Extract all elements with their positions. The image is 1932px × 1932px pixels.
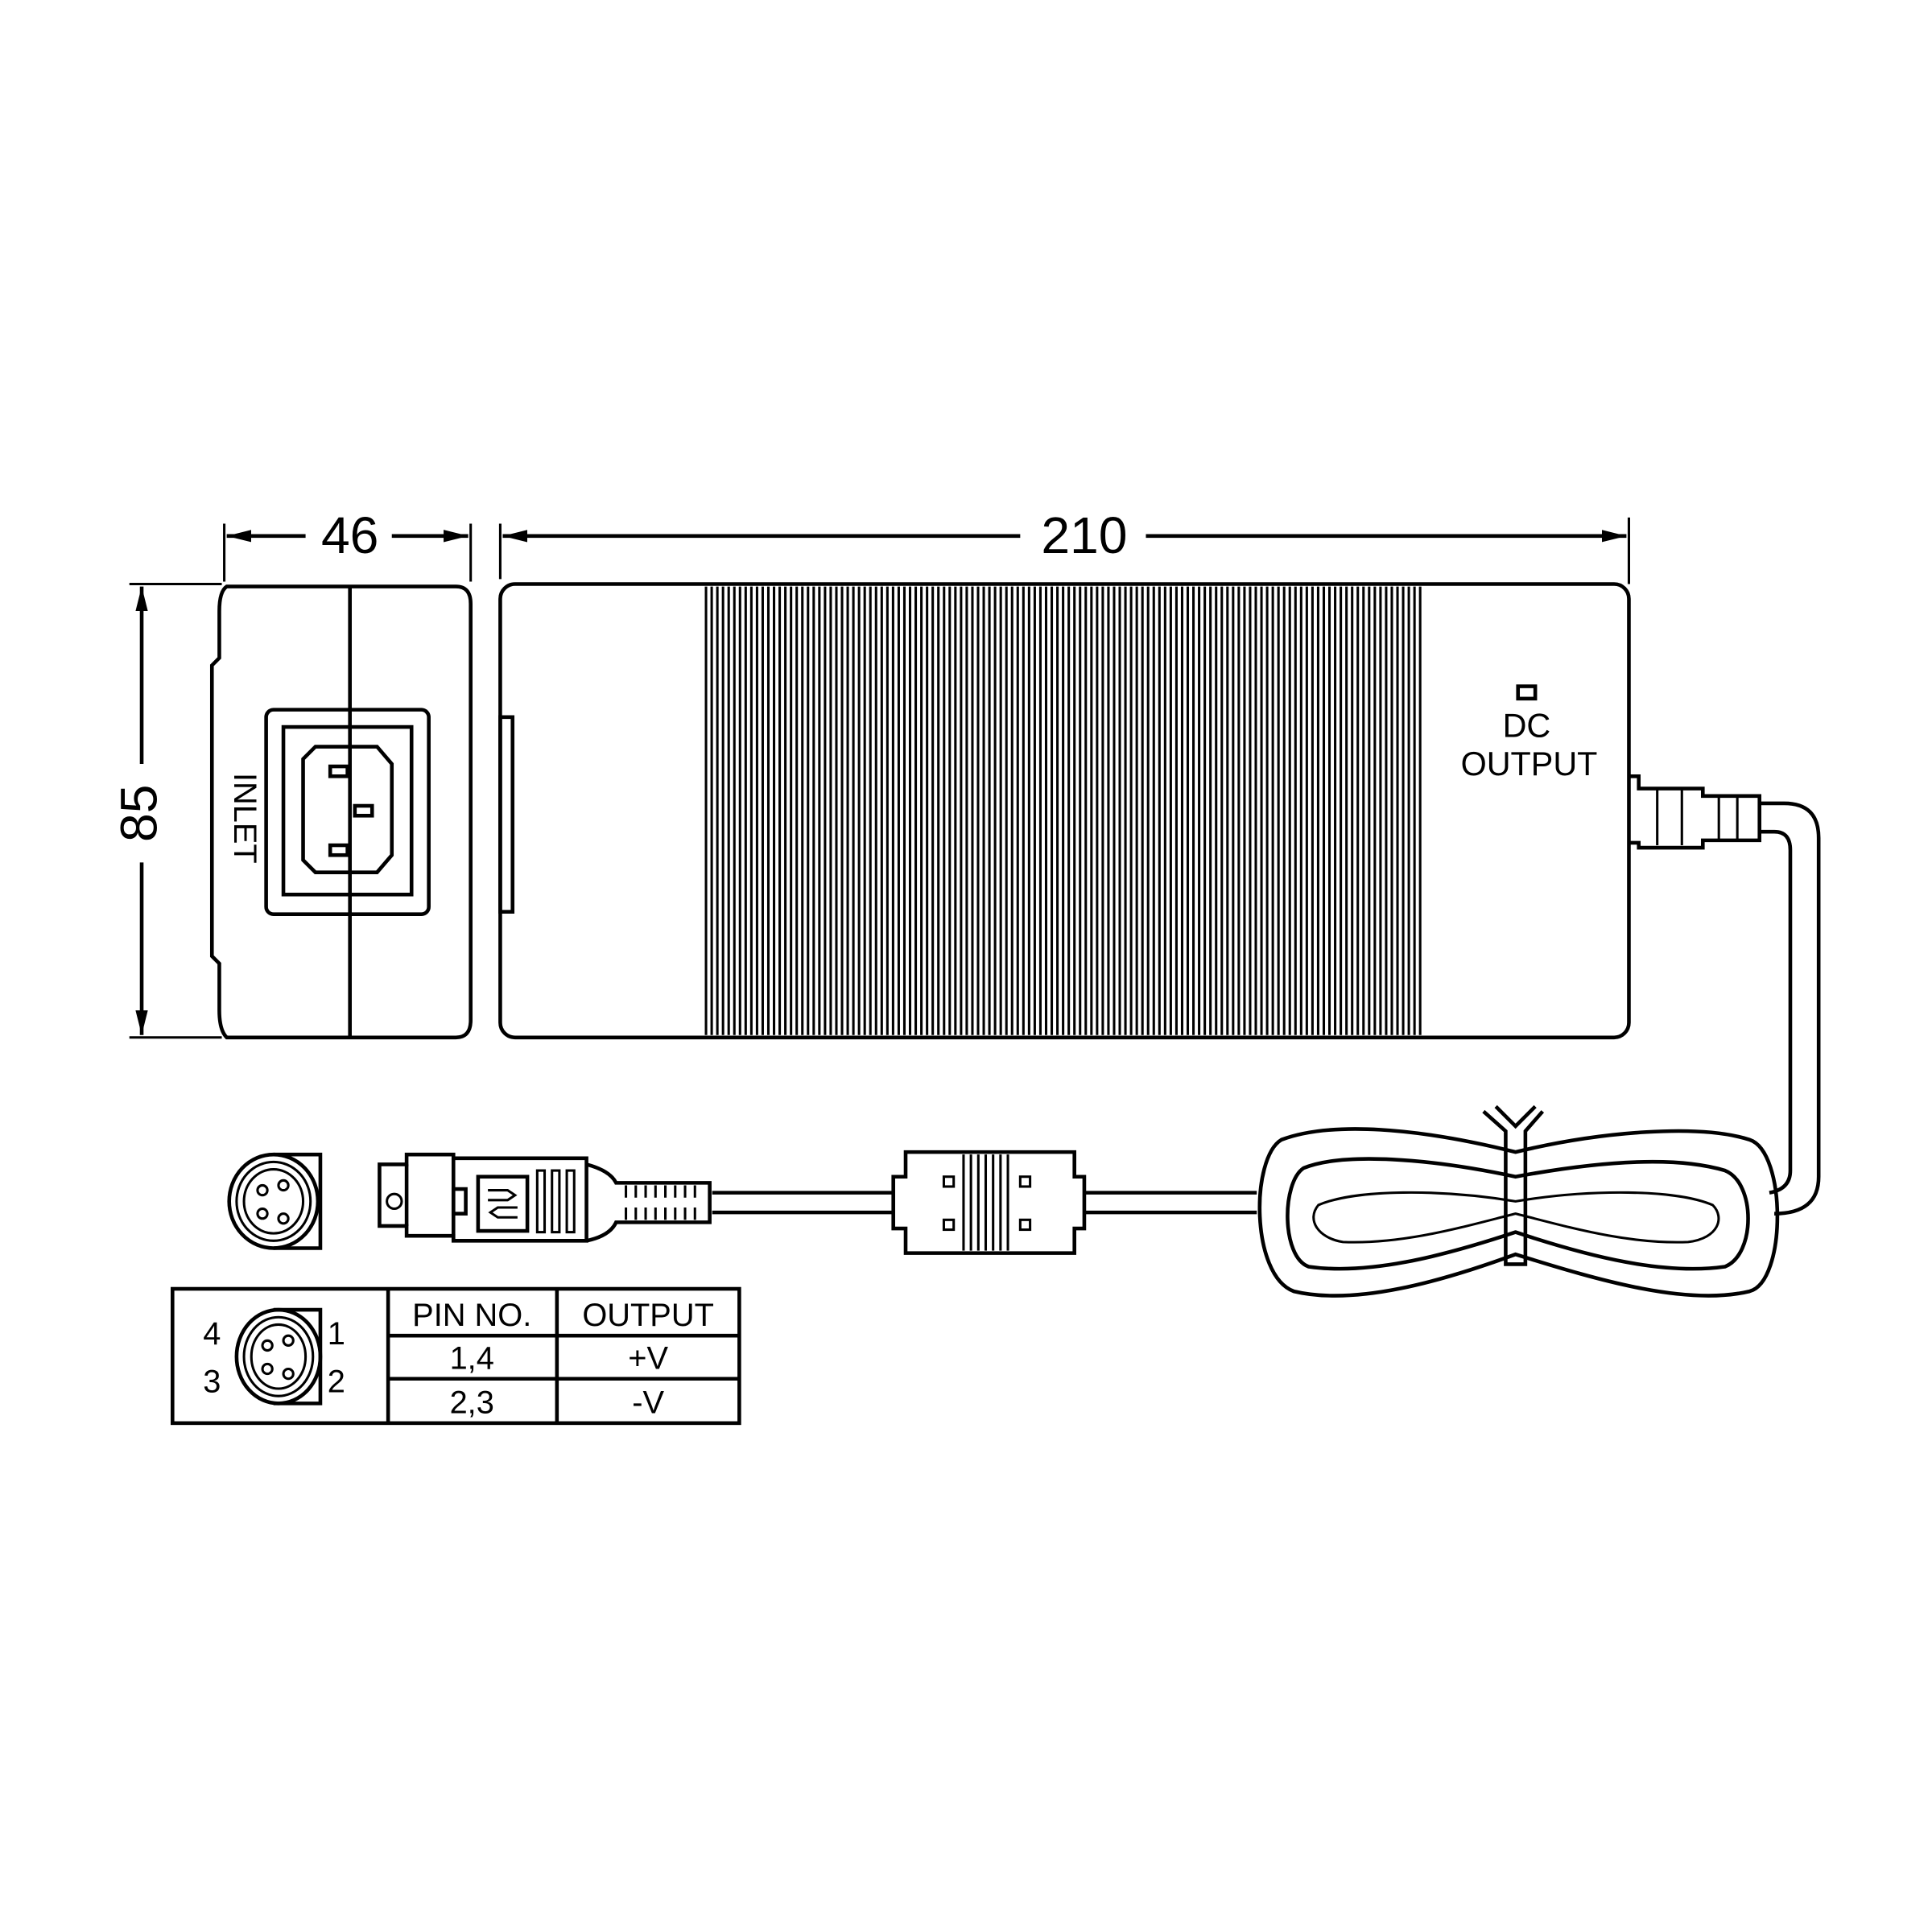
pin-table: 4 3 1 2 PIN NO. OUTPUT 1,4 +V 2,3 -V: [170, 1286, 741, 1426]
height-label: 85: [109, 784, 167, 841]
pin-label: 1: [328, 1316, 345, 1352]
dc-symbol-icon: [476, 1174, 530, 1233]
cell-output: -V: [632, 1385, 664, 1421]
dimension-length: 210: [498, 506, 1630, 584]
cable-tie-icon: [1482, 1104, 1545, 1266]
dimension-width: 46: [223, 506, 473, 582]
pin-label: 2: [328, 1364, 345, 1400]
inlet-label: INLET: [227, 773, 262, 864]
dc-symbol-icon: [1516, 684, 1538, 701]
dc-plug: [378, 1152, 712, 1243]
side-view-inlet: INLET: [209, 584, 473, 1040]
length-label: 210: [1041, 506, 1127, 564]
iec-socket-icon: [301, 745, 394, 874]
cell-output: +V: [628, 1341, 668, 1377]
pin-label: 4: [203, 1316, 221, 1352]
header-pin-no: PIN NO.: [412, 1298, 531, 1333]
ferrite-core: [891, 1150, 1087, 1255]
dc-label: DC: [1503, 707, 1551, 744]
adapter-body: DC OUTPUT: [498, 582, 1631, 1040]
pinout-diagram: 4 3 1 2: [203, 1307, 345, 1406]
output-label: OUTPUT: [1461, 745, 1598, 782]
cooling-fins: [704, 586, 1422, 1035]
dimension-height: 85: [109, 582, 222, 1039]
output-cable: [712, 774, 1821, 1298]
pin-label: 3: [203, 1364, 221, 1400]
width-label: 46: [321, 506, 378, 564]
cell-pin: 2,3: [450, 1385, 494, 1421]
header-output: OUTPUT: [582, 1298, 714, 1333]
connector-front-view: [227, 1152, 323, 1250]
cell-pin: 1,4: [450, 1341, 494, 1377]
